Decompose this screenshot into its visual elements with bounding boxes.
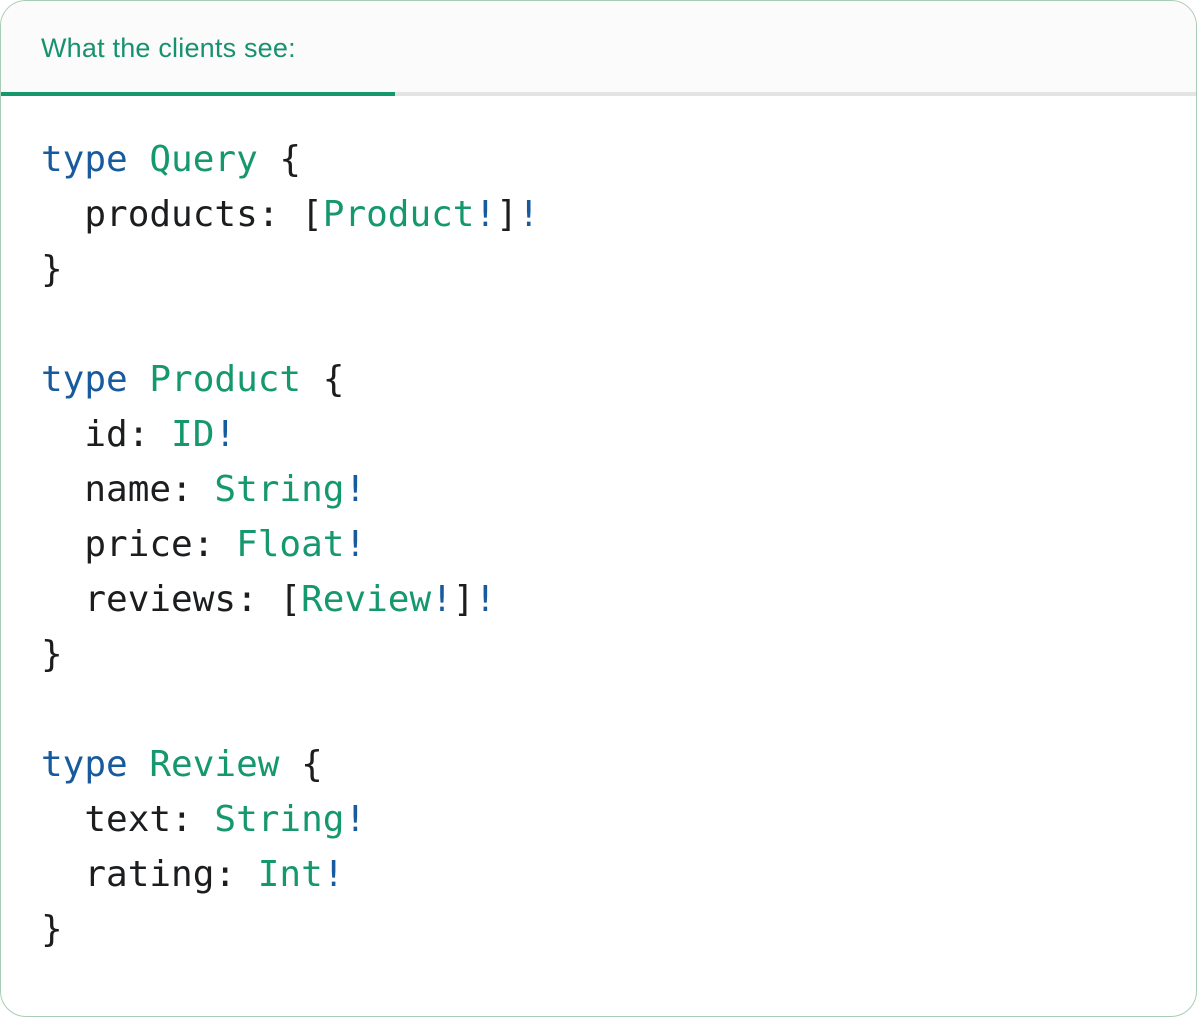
tab-bar-divider (1, 92, 1196, 96)
code-line: type Product { (41, 359, 345, 400)
tab-label: What the clients see: (41, 33, 296, 63)
code-line: price: Float! (41, 524, 367, 565)
code-line: id: ID! (41, 414, 237, 455)
schema-code-block: type Query { products: [Product!]!} type… (1, 96, 1196, 957)
tab-bar: What the clients see: (1, 1, 1196, 96)
code-line (41, 297, 1156, 352)
tab-what-clients-see[interactable]: What the clients see: (1, 1, 296, 96)
code-line: reviews: [Review!]! (41, 579, 497, 620)
code-line: type Query { (41, 139, 302, 180)
code-line: } (41, 909, 63, 950)
tab-active-underline (1, 92, 395, 96)
code-line (41, 682, 1156, 737)
code-line: name: String! (41, 469, 367, 510)
code-line: rating: Int! (41, 854, 345, 895)
code-line: } (41, 249, 63, 290)
code-line: type Review { (41, 744, 323, 785)
code-line: products: [Product!]! (41, 194, 540, 235)
code-line: } (41, 634, 63, 675)
code-line: text: String! (41, 799, 367, 840)
